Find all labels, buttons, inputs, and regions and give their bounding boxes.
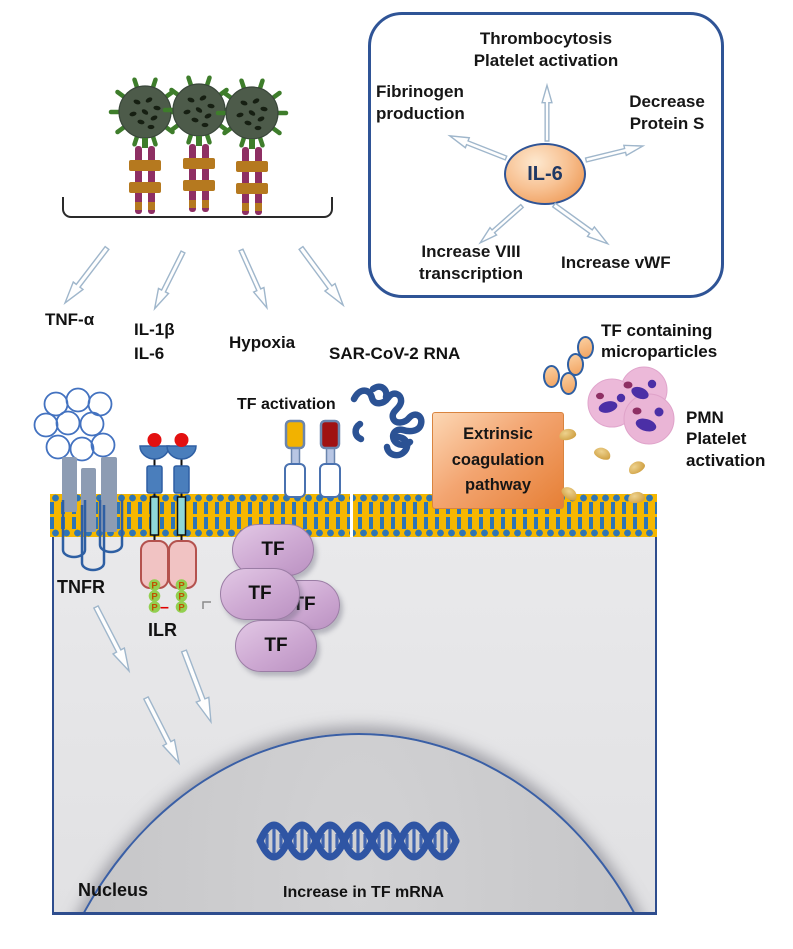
effect-platelet-activation-line: Platelet activation (473, 51, 619, 71)
arrow-down-right-icon (235, 247, 273, 311)
tf-protein-blob: TF (235, 620, 317, 672)
arrow-up-icon (541, 84, 553, 142)
microparticle-icon (577, 336, 594, 359)
label-il-1b: IL-1β (134, 320, 175, 339)
effect-thrombocytosis: Thrombocytosis Platelet activation (371, 28, 721, 73)
rna-icon (350, 383, 425, 459)
label-hypoxia: Hypoxia (229, 333, 296, 352)
platelet-icon (626, 458, 647, 477)
platelet-icon (592, 445, 613, 462)
dna-helix-icon (256, 821, 460, 861)
label-tf-activation: TF activation (237, 396, 336, 413)
ligand-icon (147, 433, 162, 447)
il6-panel-arrows (447, 84, 645, 249)
membrane-gap (350, 494, 353, 537)
effect-decrease-protein-s: Decrease Protein S (629, 92, 705, 134)
extrinsic-pathway-box: Extrinsic coagulation pathway (432, 412, 564, 509)
bracket (62, 197, 333, 218)
effect-increase-vwf: Increase vWF (561, 253, 671, 272)
pmn-cell-icon (587, 366, 675, 445)
effect-increase-viii: Increase VIII transcription (419, 242, 523, 284)
ligand-icon (174, 433, 189, 447)
arrow-lower-left-icon (476, 201, 526, 247)
label-tf-microparticles: TF containing microparticles (601, 321, 718, 362)
nucleus-label: Nucleus (78, 880, 149, 900)
microparticle-icon (567, 353, 584, 376)
cell-membrane (50, 494, 657, 537)
arrow-upper-left-icon (447, 130, 509, 164)
arrow-down-left-icon (149, 249, 189, 312)
microparticle-icon (543, 365, 560, 388)
tf-protein-blob: TF (232, 524, 314, 576)
il6-node: IL-6 (504, 143, 586, 205)
arrow-down-left-icon (59, 243, 113, 308)
effect-fibrinogen: Fibrinogen production (376, 82, 465, 124)
cell-body: Nucleus Increase in TF mRNA (52, 537, 657, 915)
sars-cov-2-virus-icon (111, 78, 286, 215)
arrow-right-icon (584, 140, 645, 166)
stimuli-arrows (59, 243, 349, 312)
il6-effects-panel: Thrombocytosis Platelet activation Fibri… (368, 12, 724, 298)
label-tnfr: TNFR (57, 577, 105, 597)
label-pmn-platelet-activation: PMN Platelet activation (686, 408, 766, 470)
il6-node-label: IL-6 (527, 162, 563, 185)
inhibit-mark: – (160, 599, 169, 616)
label-sars-cov-2-rna: SAR-CoV-2 RNA (329, 344, 461, 363)
label-il-6: IL-6 (134, 344, 165, 363)
tf-mrna-label: Increase in TF mRNA (283, 884, 444, 901)
tf-receptor-icon (284, 419, 341, 498)
tf-protein-blob: TF (220, 568, 300, 620)
effect-thrombocytosis-line1: Thrombocytosis (479, 29, 613, 48)
arrow-lower-right-icon (550, 199, 612, 249)
arrow-down-right-icon (295, 243, 349, 310)
label-ilr: ILR (148, 620, 177, 640)
label-tnf-alpha: TNF-α (45, 310, 95, 329)
microparticle-icon (560, 372, 577, 395)
